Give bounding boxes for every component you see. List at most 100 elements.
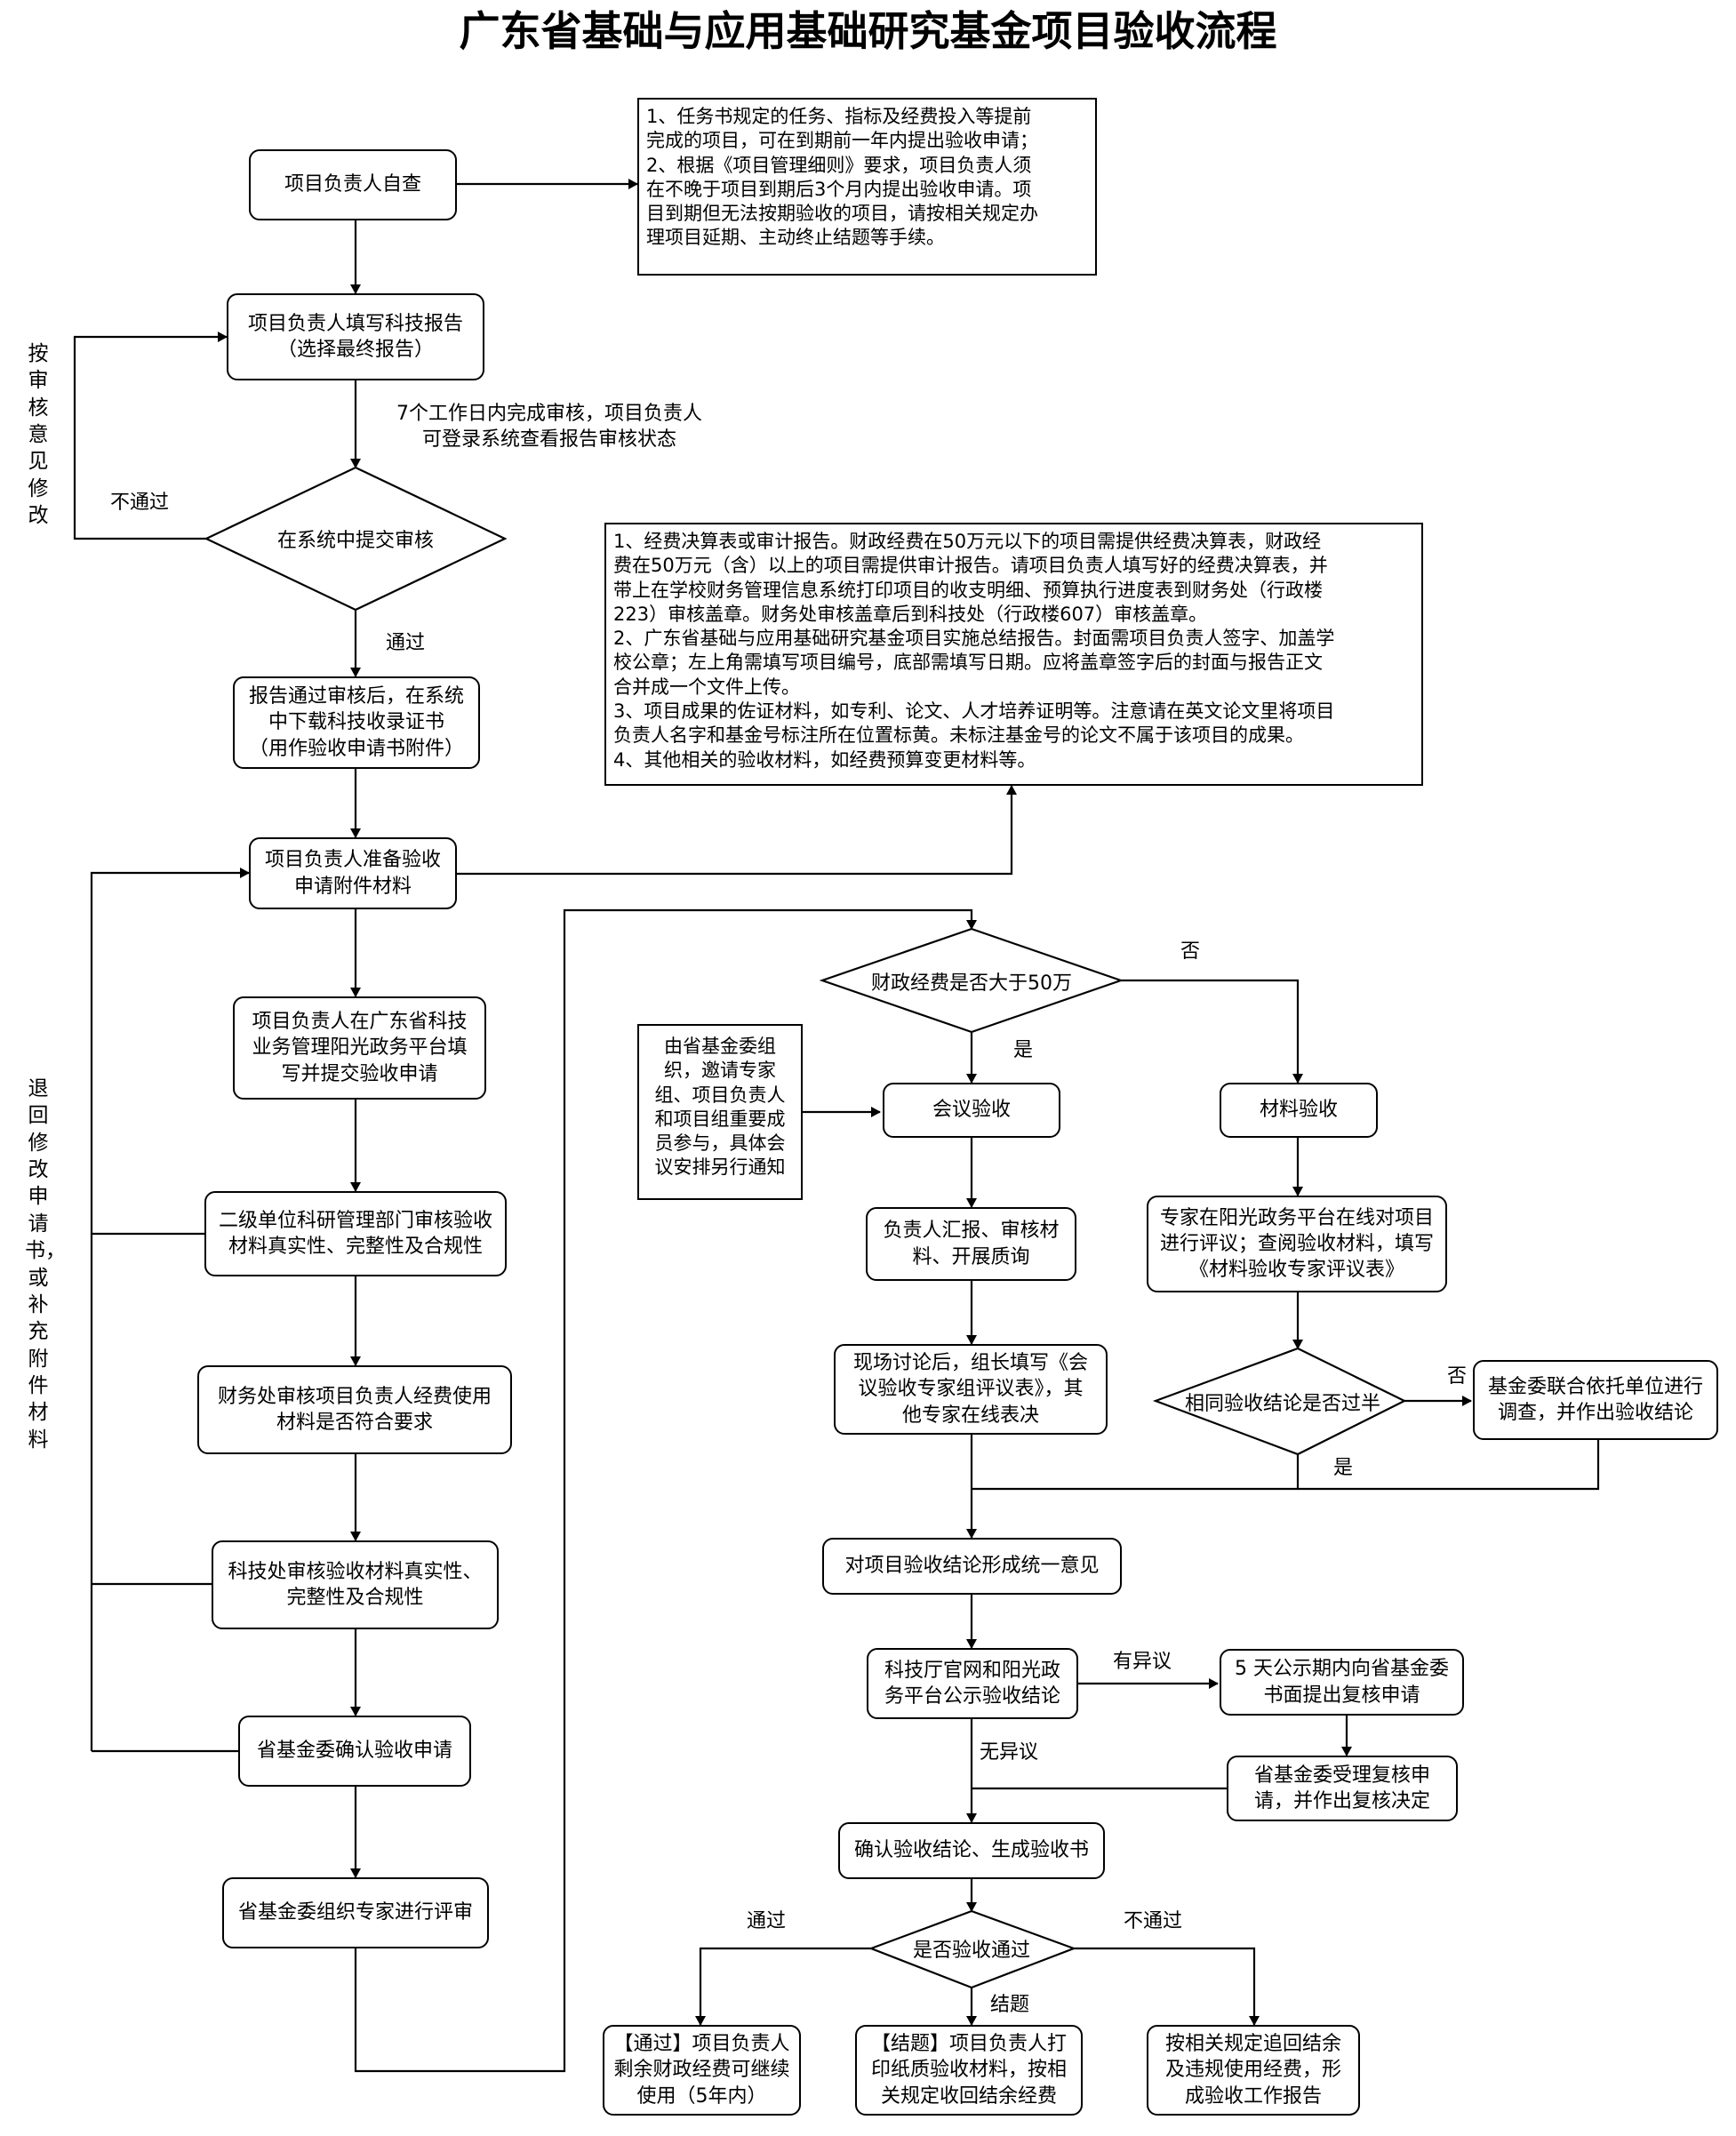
node-publicize-line: 务平台公示验收结论	[884, 1685, 1060, 1708]
decision-submit-review-label: 在系统中提交审核	[276, 530, 434, 552]
node-download-cert-line: 报告通过审核后，在系统	[248, 685, 464, 708]
note-meeting-invite-line: 组、项目负责人	[654, 1084, 786, 1106]
node-fill-application-line: 业务管理阳光政务平台填	[252, 1036, 468, 1060]
edge-submit-notpass-loop	[73, 332, 228, 540]
label-not-pass: 不通过	[110, 492, 170, 514]
node-result-pass-line: 【通过】项目负责人	[613, 2033, 790, 2056]
note-meeting-invite-line: 和项目组重要成	[654, 1108, 786, 1130]
node-sci-review: 科技处审核验收材料真实性、 完整性及合规性	[212, 1540, 499, 1629]
node-result-conclude-line: 印纸质验收材料，按相	[870, 2059, 1067, 2082]
node-download-cert-line: 中下载科技收录证书	[268, 711, 444, 734]
note-meeting-invite: 由省基金委组 织，邀请专家 组、项目负责人 和项目组重要成 员参与，具体会 议安…	[637, 1024, 803, 1200]
label-review-note: 7个工作日内完成审核，项目负责人 可登录系统查看报告审核状态	[372, 402, 727, 452]
label-budget-yes: 是	[1013, 1039, 1034, 1061]
edge-invest-to-unified	[1298, 1440, 1600, 1491]
node-result-fail-line: 成验收工作报告	[1184, 2084, 1322, 2108]
node-result-conclude: 【结题】项目负责人打 印纸质验收材料，按相 关规定收回结余经费	[855, 2025, 1083, 2116]
node-publicize-line: 科技厅官网和阳光政	[884, 1659, 1060, 1682]
page-title: 广东省基础与应用基础研究基金项目验收流程	[459, 7, 1277, 55]
node-result-conclude-line: 关规定收回结余经费	[880, 2084, 1057, 2108]
node-recheck-decision-line: 省基金委受理复核申	[1253, 1764, 1430, 1787]
edge-return-loop	[90, 868, 250, 1236]
label-pass: 通过	[386, 632, 426, 654]
node-meeting-acceptance: 会议验收	[883, 1083, 1060, 1138]
decision-budget-label: 财政经费是否大于50万	[871, 972, 1072, 995]
node-recheck-apply-line: 5 天公示期内向省基金委	[1235, 1658, 1449, 1681]
note-materials-line: 2、广东省基础与应用基础研究基金项目实施总结报告。封面需项目负责人签字、加盖学	[613, 628, 1335, 650]
node-confirm-application-label: 省基金委确认验收申请	[256, 1740, 452, 1763]
node-self-check: 项目负责人自查	[249, 149, 457, 220]
node-unit-review-line: 材料真实性、完整性及合规性	[228, 1236, 483, 1258]
note-meeting-invite-line: 织，邀请专家	[664, 1060, 776, 1082]
label-conclude-result: 结题	[990, 1994, 1030, 2016]
node-onsite-discussion-line: 他专家在线表决	[901, 1404, 1039, 1427]
node-finance-review-line: 材料是否符合要求	[276, 1412, 433, 1434]
note-deadline-line: 完成的项目，可在到期前一年内提出验收申请；	[646, 130, 1038, 152]
node-online-review-line: 专家在阳光政务平台在线对项目	[1159, 1206, 1434, 1229]
note-deadline-line: 2、根据《项目管理细则》要求，项目负责人须	[646, 154, 1032, 176]
node-recheck-apply-line: 书面提出复核申请	[1263, 1684, 1420, 1707]
note-materials-line: 1、经费决算表或审计报告。财政经费在50万元以下的项目需提供经费决算表，财政经	[613, 531, 1322, 552]
node-finance-review-line: 财务处审核项目负责人经费使用	[217, 1385, 492, 1408]
node-confirm-conclusion-label: 确认验收结论、生成验收书	[853, 1839, 1089, 1862]
decision-budget	[819, 927, 1124, 1034]
note-deadline-line: 理项目延期、主动终止结题等手续。	[646, 227, 945, 249]
node-report-review: 负责人汇报、审核材 料、开展质询	[866, 1207, 1076, 1281]
edge-expert-to-budget	[354, 908, 977, 2073]
label-objection: 有异议	[1113, 1651, 1172, 1673]
node-publicize: 科技厅官网和阳光政 务平台公示验收结论	[867, 1648, 1078, 1719]
note-materials-line: 合并成一个文件上传。	[613, 676, 800, 698]
node-onsite-discussion: 现场讨论后，组长填写《会 议验收专家组评议表》，其 他专家在线表决	[834, 1344, 1108, 1435]
side-label-return: 退回修改申请书，或补充附件材料	[25, 1077, 66, 1452]
node-fill-application-line: 项目负责人在广东省科技	[252, 1011, 468, 1034]
edge-majority-yes	[972, 1454, 1300, 1491]
node-expert-review-label: 省基金委组织专家进行评审	[237, 1901, 473, 1924]
decision-pass-label: 是否验收通过	[912, 1940, 1030, 1962]
node-unit-review-line: 二级单位科研管理部门审核验收	[218, 1209, 492, 1232]
node-download-cert-line: （用作验收申请书附件）	[248, 737, 464, 760]
node-finance-review: 财务处审核项目负责人经费使用 材料是否符合要求	[197, 1365, 512, 1454]
node-report-review-line: 料、开展质询	[912, 1245, 1030, 1268]
node-result-fail: 按相关规定追回结余 及违规使用经费，形 成验收工作报告	[1147, 2025, 1360, 2116]
node-download-cert: 报告通过审核后，在系统 中下载科技收录证书 （用作验收申请书附件）	[233, 676, 480, 769]
node-onsite-discussion-line: 议验收专家组评议表》，其	[858, 1378, 1084, 1401]
node-prepare-materials-line: 申请附件材料	[293, 875, 412, 898]
node-result-pass-line: 剩余财政经费可继续	[613, 2059, 790, 2082]
node-fill-report-line: 项目负责人填写科技报告	[247, 312, 463, 335]
label-no-objection: 无异议	[980, 1741, 1039, 1764]
decision-majority	[1152, 1347, 1407, 1456]
note-meeting-invite-line: 由省基金委组	[664, 1036, 776, 1057]
node-fill-report: 项目负责人填写科技报告 （选择最终报告）	[227, 293, 484, 380]
node-meeting-acceptance-label: 会议验收	[932, 1099, 1011, 1122]
label-majority-no: 否	[1447, 1365, 1468, 1388]
node-fill-report-line: （选择最终报告）	[276, 339, 434, 361]
note-materials-line: 4、其他相关的验收材料，如经费预算变更材料等。	[613, 748, 1036, 771]
note-deadline-line: 目到期但无法按期验收的项目，请按相关规定办	[646, 203, 1038, 225]
edge-pass	[695, 1947, 871, 2026]
node-unit-review: 二级单位科研管理部门审核验收 材料真实性、完整性及合规性	[204, 1191, 507, 1276]
node-joint-investigation: 基金委联合依托单位进行 调查，并作出验收结论	[1473, 1360, 1718, 1440]
node-result-pass: 【通过】项目负责人 剩余财政经费可继续 使用（5年内）	[603, 2025, 801, 2116]
decision-submit-review	[204, 466, 508, 612]
label-review-note-line: 可登录系统查看报告审核状态	[421, 428, 676, 451]
node-confirm-conclusion: 确认验收结论、生成验收书	[838, 1822, 1105, 1879]
node-online-review-line: 《材料验收专家评议表》	[1188, 1259, 1404, 1282]
note-materials-line: 负责人名字和基金号标注所在位置标黄。未标注基金号的论文不属于该项目的成果。	[613, 724, 1304, 747]
note-deadline: 1、任务书规定的任务、指标及经费投入等提前 完成的项目，可在到期前一年内提出验收…	[637, 98, 1097, 276]
note-materials-line: 带上在学校财务管理信息系统打印项目的收支明细、预算执行进度表到财务处（行政楼	[613, 579, 1323, 601]
node-onsite-discussion-line: 现场讨论后，组长填写《会	[852, 1352, 1088, 1375]
node-online-review: 专家在阳光政务平台在线对项目 进行评议；查阅验收材料，填写 《材料验收专家评议表…	[1147, 1196, 1447, 1292]
label-pass-result: 通过	[747, 1910, 787, 1932]
note-materials-line: 3、项目成果的佐证材料，如专利、论文、人才培养证明等。注意请在英文论文里将项目	[613, 700, 1335, 723]
node-prepare-materials-line: 项目负责人准备验收	[264, 849, 441, 872]
note-deadline-line: 在不晚于项目到期后3个月内提出验收申请。项	[646, 178, 1032, 200]
node-material-acceptance: 材料验收	[1220, 1083, 1378, 1138]
label-budget-no: 否	[1180, 940, 1201, 963]
node-unified-opinion: 对项目验收结论形成统一意见	[822, 1538, 1122, 1595]
decision-majority-label: 相同验收结论是否过半	[1184, 1393, 1380, 1415]
edge-fail	[1074, 1947, 1260, 2026]
node-result-fail-line: 按相关规定追回结余	[1164, 2033, 1341, 2056]
node-result-fail-line: 及违规使用经费，形	[1164, 2059, 1341, 2082]
node-recheck-decision-line: 请，并作出复核决定	[1253, 1790, 1430, 1812]
node-fill-application-line: 写并提交验收申请	[281, 1062, 438, 1085]
